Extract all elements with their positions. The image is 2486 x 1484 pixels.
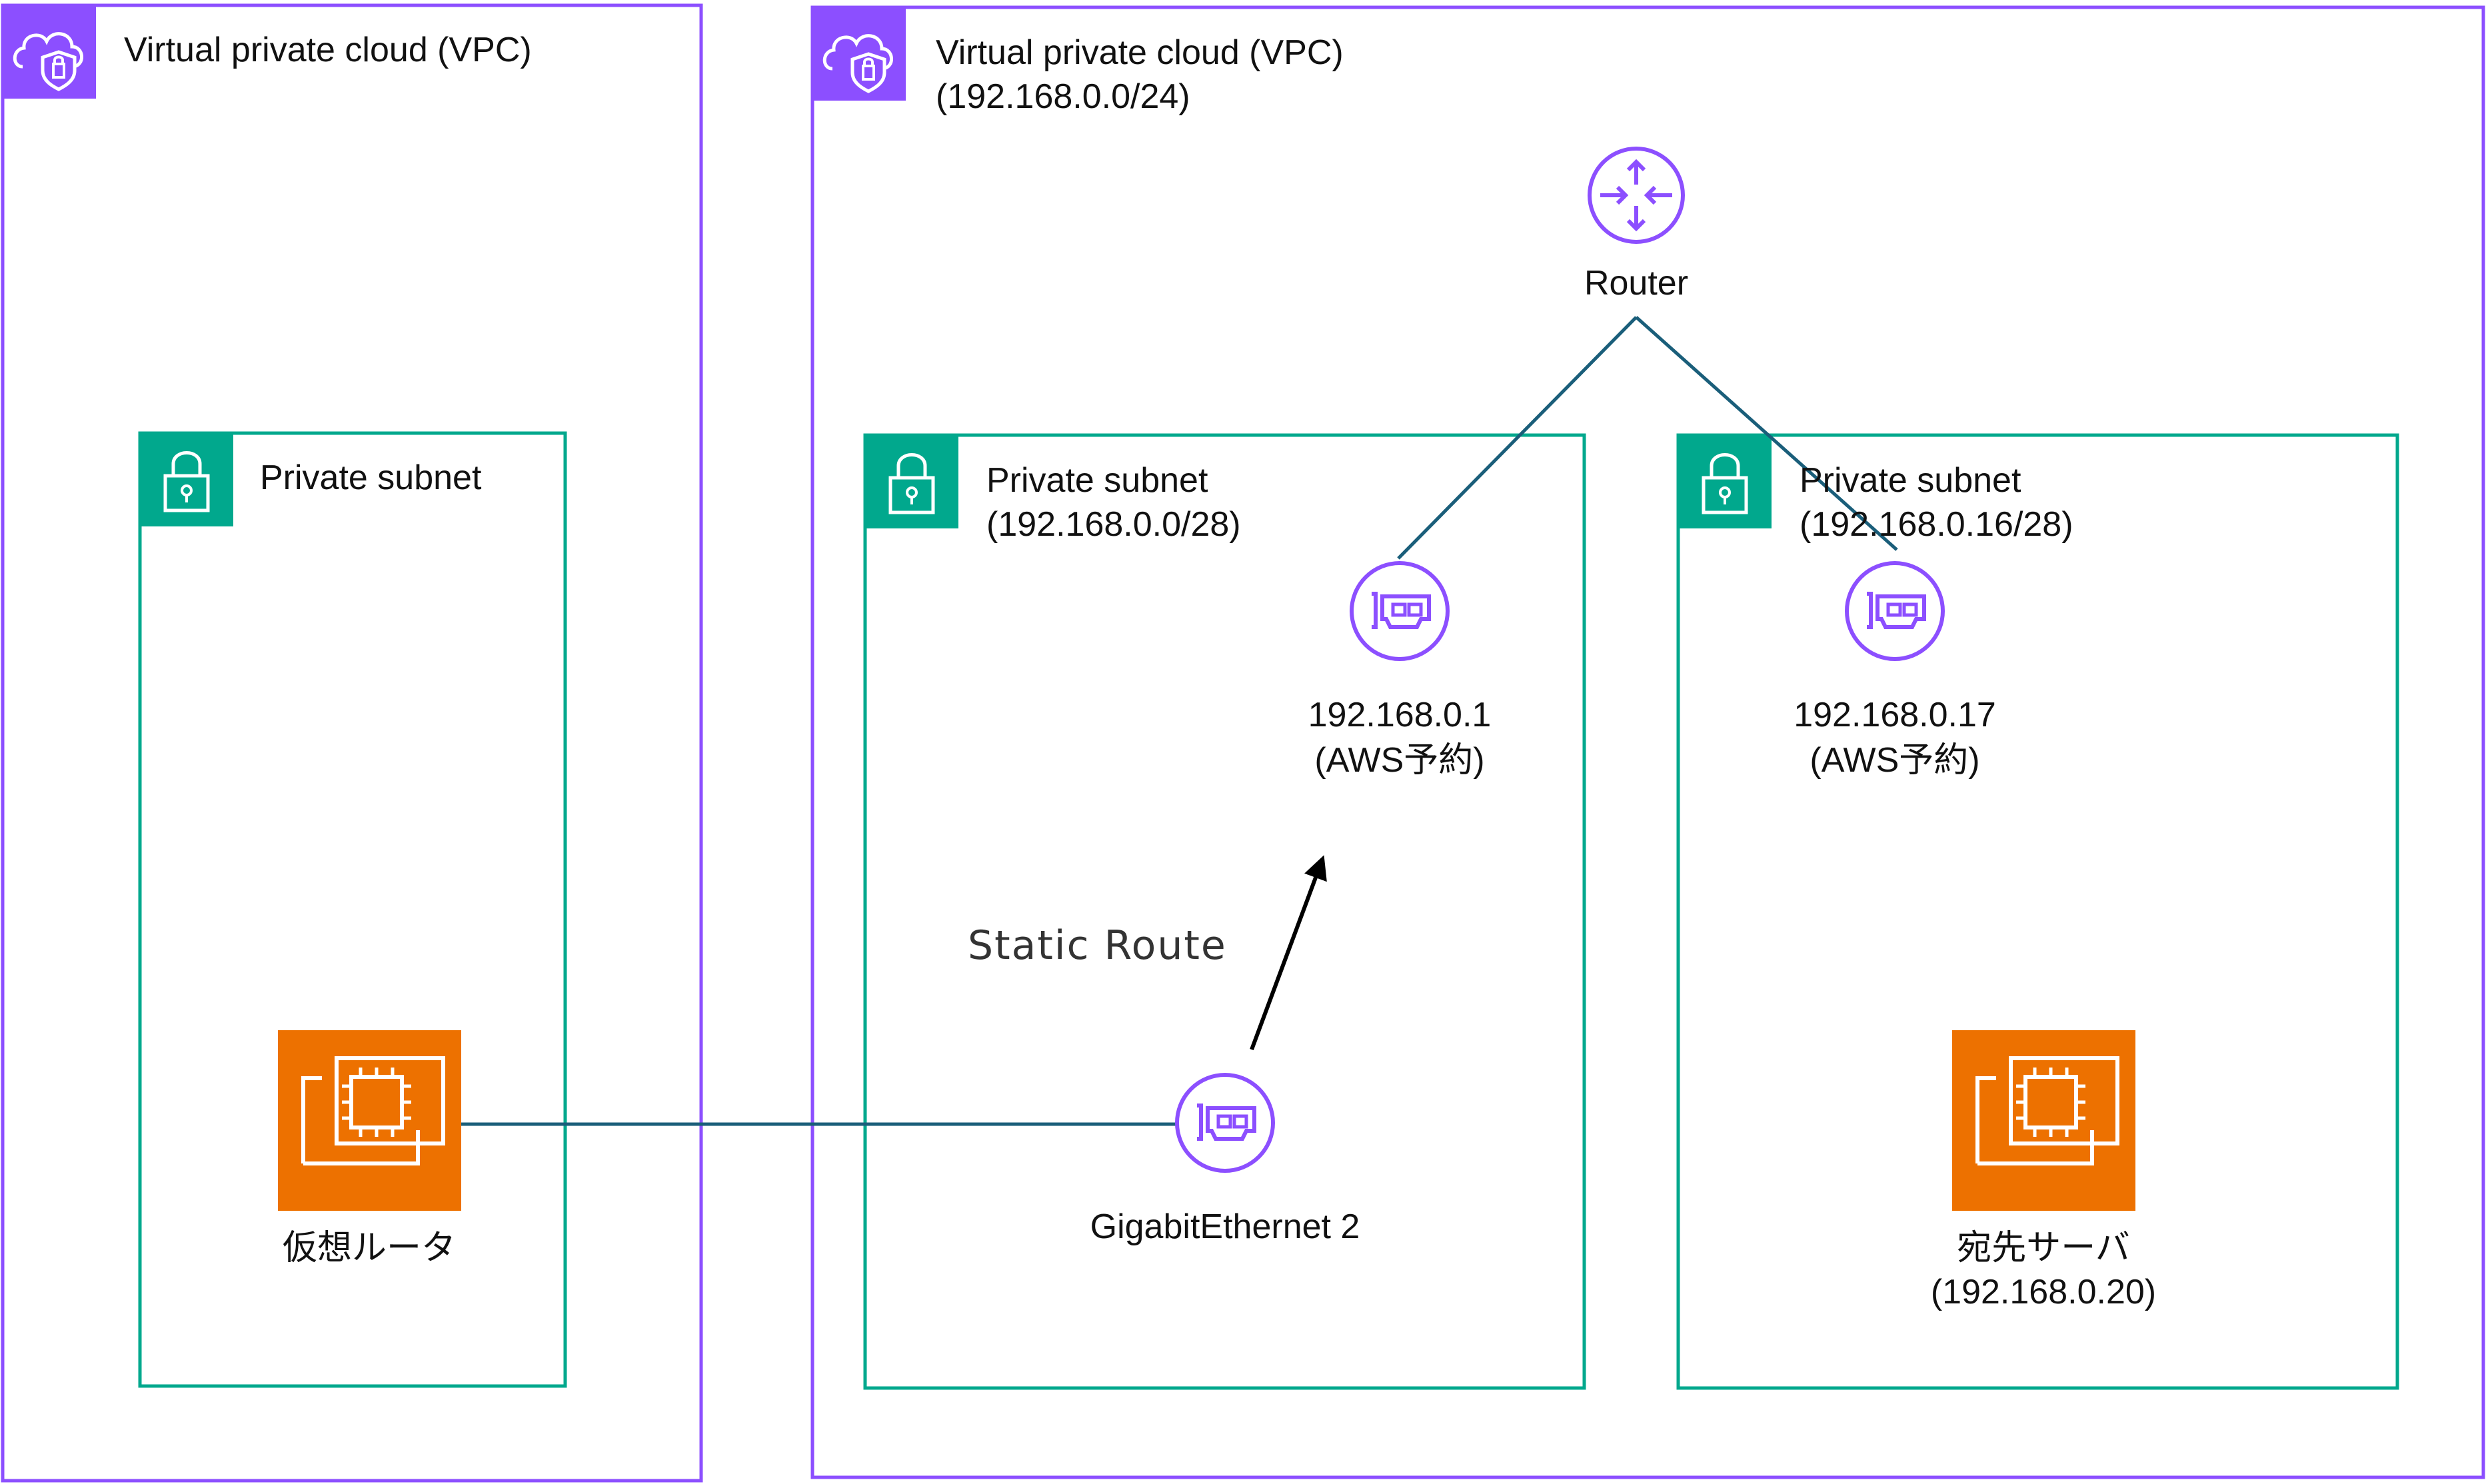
subnet-mid-box <box>863 433 1586 1390</box>
subnet-mid-cidr: (192.168.0.0/28) <box>986 505 1241 544</box>
subnet-left-title: Private subnet <box>260 458 482 497</box>
router-icon <box>1588 147 1685 244</box>
gig-interface-label: GigabitEthernet 2 <box>1090 1207 1360 1246</box>
eni-right-ip: 192.168.0.17 <box>1794 696 1996 734</box>
network-interface-icon <box>1847 563 1943 659</box>
eni-right-note: (AWS予約) <box>1810 741 1980 780</box>
static-route-label: Static Route <box>968 922 1227 969</box>
router-label: Router <box>1584 264 1689 303</box>
eni-mid-note: (AWS予約) <box>1314 741 1485 780</box>
router-to-eni-mid-link <box>1397 316 1638 560</box>
vpc-cloud-shield-icon <box>812 7 906 101</box>
vpc-right-cidr: (192.168.0.0/24) <box>936 77 1190 116</box>
subnet-right-cidr: (192.168.0.16/28) <box>1800 505 2073 544</box>
eni-mid-ip: 192.168.0.1 <box>1308 696 1492 734</box>
padlock-icon <box>1678 435 1772 528</box>
padlock-icon <box>140 433 233 526</box>
subnet-right-box <box>1676 433 2399 1390</box>
vpc-right-box <box>810 5 2485 1479</box>
padlock-icon <box>865 435 958 528</box>
vpc-cloud-shield-icon <box>3 5 96 99</box>
router-to-eni-right-link <box>1635 316 1898 551</box>
static-route-arrow <box>1250 855 1327 1051</box>
subnet-left-box <box>138 431 567 1388</box>
subnet-mid-title: Private subnet <box>986 461 1208 500</box>
dest-server-label: 宛先サーバ <box>1957 1229 2130 1267</box>
ec2-instance-icon <box>278 1030 461 1211</box>
network-interface-icon <box>1352 563 1448 659</box>
network-interface-icon <box>1177 1075 1273 1171</box>
virtual-router-label: 仮想ルータ <box>282 1229 456 1267</box>
ec2-instance-icon <box>1952 1030 2135 1211</box>
vpc-right-title: Virtual private cloud (VPC) <box>936 33 1344 72</box>
vpc-left-title: Virtual private cloud (VPC) <box>124 31 532 69</box>
vpc-left-box <box>1 3 703 1483</box>
subnet-right-title: Private subnet <box>1800 461 2021 500</box>
dest-server-ip: (192.168.0.20) <box>1930 1273 2157 1311</box>
